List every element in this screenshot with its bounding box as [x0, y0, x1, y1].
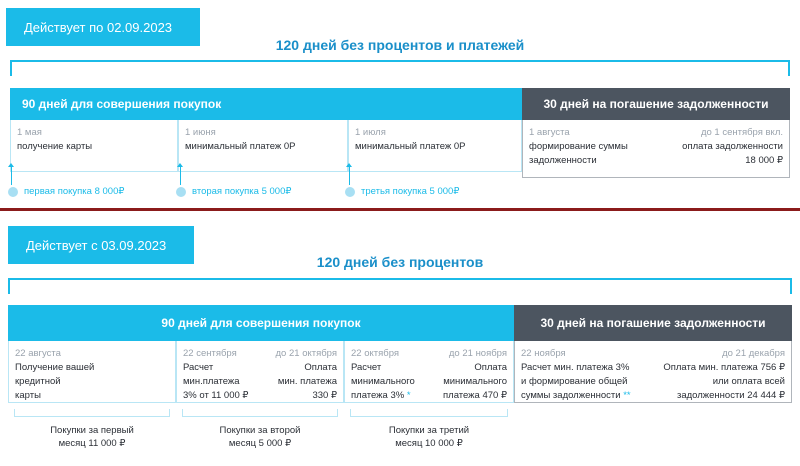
timeline-cell-june: 1 июня минимальный платеж 0Р: [178, 120, 348, 172]
repayment-period-bar-new: 30 дней на погашение задолженности: [514, 305, 792, 341]
cell-date-left: 1 августа: [529, 127, 570, 138]
note-line: Покупки за первый: [50, 425, 134, 436]
purchase-marker-label: вторая покупка 5 000₽: [192, 186, 292, 197]
note-line: месяц 5 000 ₽: [228, 438, 292, 449]
footnote-star: *: [406, 390, 411, 401]
note-line: месяц 10 000 ₽: [395, 438, 463, 449]
cell-left-line: суммы задолженности: [521, 390, 621, 401]
cell-date-right: до 1 сентября вкл.: [700, 127, 783, 138]
purchase-marker-label: третья покупка 5 000₽: [361, 186, 460, 197]
timeline-cell-aug22: 22 августа Получение вашей кредитной кар…: [8, 341, 176, 403]
cell-right-line: задолженности 24 444 ₽: [676, 390, 785, 401]
month-purchases-note-3: Покупки за третий месяц 10 000 ₽: [350, 424, 508, 450]
cell-right-line: или оплата всей: [712, 376, 785, 387]
validity-badge-old-label: Действует по 02.09.2023: [24, 19, 173, 35]
cell-left-line: Расчет: [351, 362, 382, 373]
cell-date-left: 22 октября: [351, 348, 400, 359]
cell-right-line: минимального: [443, 376, 507, 387]
month-purchases-note-2: Покупки за второй месяц 5 000 ₽: [182, 424, 338, 450]
section-divider: [0, 208, 800, 211]
period-title-old-label: 120 дней без процентов и платежей: [275, 37, 525, 53]
cell-right-line: Оплата: [474, 362, 507, 373]
purchase-period-label-new: 90 дней для совершения покупок: [161, 316, 361, 330]
month-bracket-2: [182, 409, 338, 417]
month-bracket-1: [14, 409, 170, 417]
cell-left-line: платежа 3%: [351, 390, 405, 401]
cell-date-right: до 21 декабря: [722, 348, 785, 359]
month-bracket-3: [350, 409, 508, 417]
validity-badge-new-label: Действует с 03.09.2023: [26, 237, 167, 253]
cell-left-line: Расчет: [183, 362, 214, 373]
purchase-dot-icon: [8, 186, 18, 197]
timeline-cell-may: 1 мая получение карты: [10, 120, 178, 172]
note-line: Покупки за третий: [388, 425, 470, 436]
timeline-cell-august: 1 августа до 1 сентября вкл. формировани…: [522, 120, 790, 178]
validity-badge-old: Действует по 02.09.2023: [6, 8, 200, 46]
cell-line: кредитной: [15, 376, 61, 387]
purchase-period-label-old: 90 дней для совершения покупок: [22, 97, 222, 111]
cell-right-line: 330 ₽: [312, 390, 337, 401]
cell-date-right: до 21 ноября: [448, 348, 507, 359]
purchase-marker-3: третья покупка 5 000₽: [345, 186, 459, 197]
purchase-marker-2: вторая покупка 5 000₽: [176, 186, 291, 197]
period-bracket-old: [10, 60, 790, 76]
note-line: месяц 11 000 ₽: [58, 438, 126, 449]
cell-right-line2: 18 000 ₽: [745, 155, 783, 166]
purchase-marker-label: первая покупка 8 000₽: [24, 186, 125, 197]
cell-text: минимальный платеж 0Р: [355, 141, 466, 152]
footnote-star: **: [623, 390, 631, 401]
cell-left-line: минимального: [351, 376, 415, 387]
repayment-period-label-new: 30 дней на погашение задолженности: [540, 316, 766, 330]
cell-left-text: формирование суммы задолженности: [529, 141, 628, 166]
cell-date-left: 22 сентября: [183, 348, 237, 359]
purchase-dot-icon: [176, 186, 186, 197]
cell-date-left: 22 ноября: [521, 348, 566, 359]
note-line: Покупки за второй: [219, 425, 301, 436]
month-purchases-note-1: Покупки за первый месяц 11 000 ₽: [14, 424, 170, 450]
period-title-old: 120 дней без процентов и платежей: [200, 37, 600, 53]
purchase-marker-1: первая покупка 8 000₽: [8, 186, 124, 197]
cell-left-line: 3% от 11 000 ₽: [183, 390, 249, 401]
validity-badge-new: Действует с 03.09.2023: [8, 226, 194, 264]
cell-date: 1 июня: [185, 127, 216, 138]
cell-text: минимальный платеж 0Р: [185, 141, 296, 152]
cell-date: 1 мая: [17, 127, 42, 138]
timeline-cell-july: 1 июля минимальный платеж 0Р: [348, 120, 522, 172]
cell-left-line: мин.платежа: [183, 376, 240, 387]
cell-right-line: Оплата: [304, 362, 337, 373]
timeline-cell-oct22: 22 октября до 21 ноября Расчет минимальн…: [344, 341, 514, 403]
purchase-dot-icon: [345, 186, 355, 197]
purchase-period-bar-new: 90 дней для совершения покупок: [8, 305, 514, 341]
period-title-new: 120 дней без процентов: [200, 254, 600, 270]
cell-date-right: до 21 октября: [275, 348, 337, 359]
purchase-arrow-2: [177, 163, 183, 185]
cell-left-line: Расчет мин. платежа 3%: [521, 362, 630, 373]
purchase-arrow-3: [346, 163, 352, 185]
purchase-period-bar-old: 90 дней для совершения покупок: [10, 88, 522, 120]
cell-text: получение карты: [17, 141, 93, 152]
cell-right-line: Оплата мин. платежа 756 ₽: [663, 362, 785, 373]
cell-left-line: и формирование общей: [521, 376, 628, 387]
cell-right-line1: оплата задолженности: [682, 141, 783, 152]
cell-date: 22 августа: [15, 348, 61, 359]
cell-line: Получение вашей: [15, 362, 95, 373]
cell-date: 1 июля: [355, 127, 386, 138]
repayment-period-label-old: 30 дней на погашение задолженности: [543, 97, 769, 111]
period-bracket-new: [8, 278, 792, 294]
timeline-cell-nov22: 22 ноября до 21 декабря Расчет мин. плат…: [514, 341, 792, 403]
purchase-arrow-1: [8, 163, 14, 185]
cell-right-line: платежа 470 ₽: [443, 390, 507, 401]
period-title-new-label: 120 дней без процентов: [316, 254, 484, 270]
timeline-cell-sep22: 22 сентября до 21 октября Расчет мин.пла…: [176, 341, 344, 403]
cell-right-line: мин. платежа: [277, 376, 337, 387]
cell-line: карты: [15, 390, 41, 401]
repayment-period-bar-old: 30 дней на погашение задолженности: [522, 88, 790, 120]
